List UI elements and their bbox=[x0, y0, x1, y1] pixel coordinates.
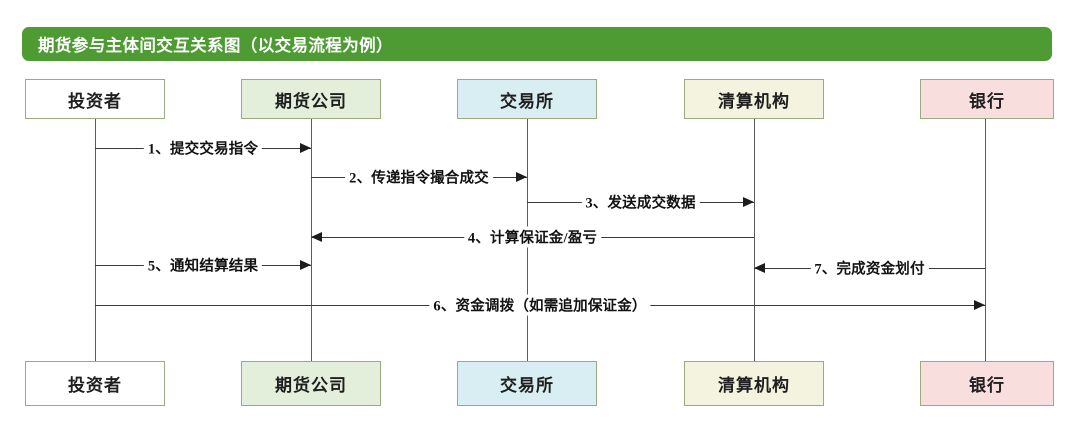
actor-label: 期货公司 bbox=[275, 376, 347, 395]
actor-label: 清算机构 bbox=[718, 91, 790, 111]
lifeline-actor-0 bbox=[95, 119, 96, 361]
lifeline-actor-3 bbox=[754, 119, 755, 361]
message-label-4: 4、计算保证金/盈亏 bbox=[463, 226, 602, 248]
arrowhead-6 bbox=[974, 300, 985, 310]
actor-box-top-2[interactable]: 交易所 bbox=[457, 79, 597, 119]
actor-box-bottom-0[interactable]: 投资者 bbox=[25, 361, 165, 406]
actor-label: 投资者 bbox=[68, 91, 122, 111]
arrowhead-2 bbox=[516, 172, 527, 182]
actor-box-bottom-1[interactable]: 期货公司 bbox=[241, 361, 381, 406]
message-label-2: 2、传递指令撮合成交 bbox=[345, 166, 493, 188]
lifeline-actor-4 bbox=[985, 119, 986, 361]
actor-box-top-3[interactable]: 清算机构 bbox=[684, 79, 824, 119]
message-label-6: 6、资金调拨（如需追加保证金） bbox=[429, 294, 651, 316]
actor-box-top-0[interactable]: 投资者 bbox=[25, 79, 165, 119]
actor-label: 交易所 bbox=[500, 91, 554, 111]
page-title: 期货参与主体间交互关系图（以交易流程为例） bbox=[38, 36, 393, 55]
arrowhead-7 bbox=[754, 263, 765, 273]
actor-box-top-4[interactable]: 银行 bbox=[920, 79, 1054, 119]
message-label-3: 3、发送成交数据 bbox=[581, 191, 700, 213]
actor-box-top-1[interactable]: 期货公司 bbox=[241, 79, 381, 119]
actor-label: 期货公司 bbox=[275, 91, 347, 111]
arrowhead-1 bbox=[300, 143, 311, 153]
arrowhead-3 bbox=[743, 197, 754, 207]
diagram-title-bar: 期货参与主体间交互关系图（以交易流程为例） bbox=[22, 27, 1052, 61]
arrowhead-4 bbox=[311, 232, 322, 242]
actor-label: 银行 bbox=[969, 91, 1005, 111]
message-label-7: 7、完成资金划付 bbox=[810, 257, 929, 279]
message-label-1: 1、提交交易指令 bbox=[143, 137, 263, 159]
actor-box-bottom-4[interactable]: 银行 bbox=[920, 361, 1054, 406]
arrowhead-5 bbox=[300, 260, 311, 270]
actor-label: 清算机构 bbox=[718, 376, 790, 395]
actor-label: 银行 bbox=[969, 376, 1005, 395]
actor-label: 投资者 bbox=[68, 376, 122, 395]
message-label-5: 5、通知结算结果 bbox=[143, 254, 263, 276]
actor-box-bottom-3[interactable]: 清算机构 bbox=[684, 361, 824, 406]
actor-box-bottom-2[interactable]: 交易所 bbox=[457, 361, 597, 406]
actor-label: 交易所 bbox=[500, 376, 554, 395]
